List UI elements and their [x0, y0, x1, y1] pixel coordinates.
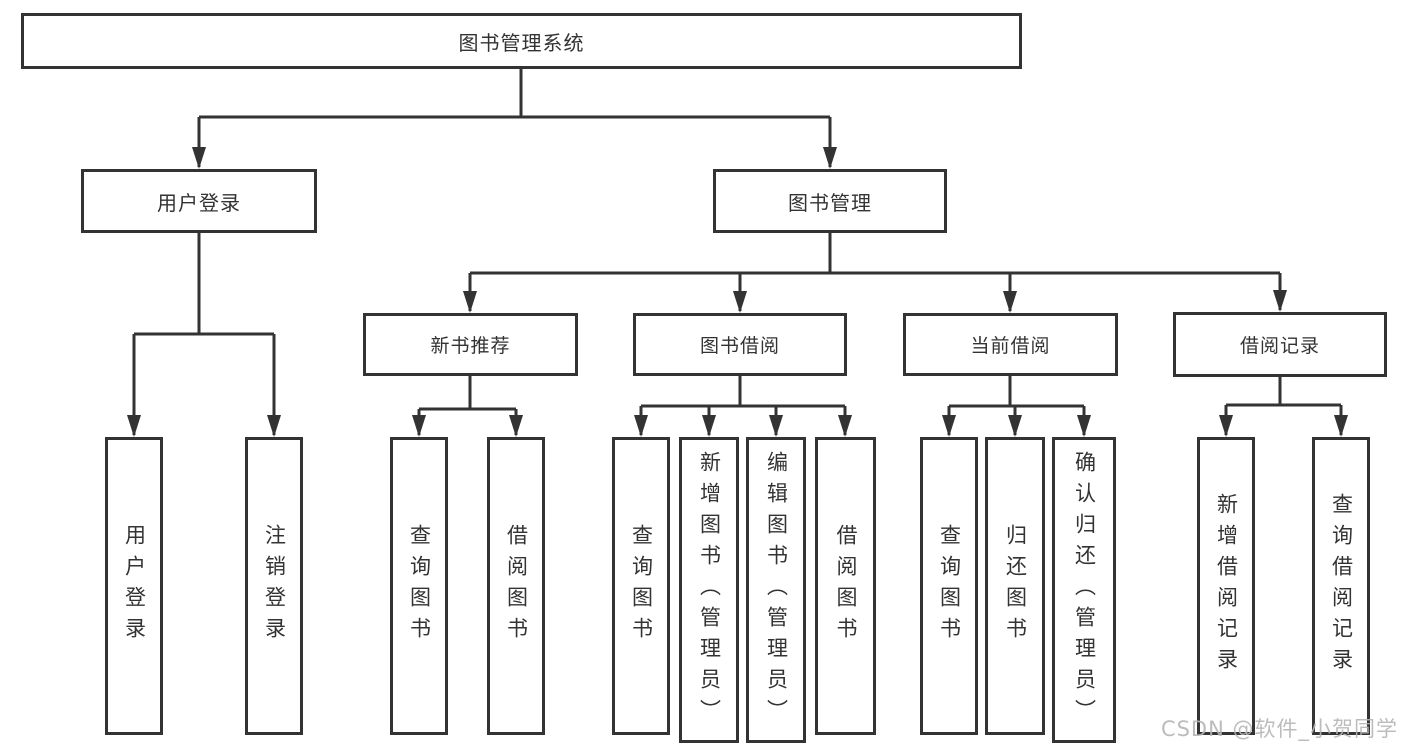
leaf-borrowing-query-books: 查询图书 [612, 437, 670, 735]
leaf-borrowing-add-books-admin: 新增图书（管理员） [679, 437, 739, 743]
node-library-management-system: 图书管理系统 [21, 13, 1022, 69]
node-borrowing-records: 借阅记录 [1173, 312, 1387, 377]
leaf-borrowing-borrow-books: 借阅图书 [815, 437, 876, 735]
leaf-borrowing-edit-books-admin: 编辑图书（管理员） [746, 437, 806, 743]
node-current-borrowing: 当前借阅 [903, 313, 1118, 376]
node-new-book-recommend: 新书推荐 [363, 313, 578, 376]
watermark: CSDN @软件_小贺同学 [1160, 717, 1398, 741]
leaf-recommend-borrow-books: 借阅图书 [487, 437, 545, 735]
node-user-login: 用户登录 [81, 169, 317, 233]
leaf-records-query-record: 查询借阅记录 [1312, 437, 1370, 735]
node-book-borrowing: 图书借阅 [633, 313, 847, 376]
leaf-current-confirm-return-admin: 确认归还（管理员） [1052, 437, 1116, 743]
leaf-recommend-query-books: 查询图书 [390, 437, 448, 735]
leaf-logout: 注销登录 [245, 437, 303, 735]
node-book-management: 图书管理 [713, 169, 947, 233]
leaf-current-query-books: 查询图书 [920, 437, 978, 735]
leaf-current-return-books: 归还图书 [985, 437, 1045, 735]
leaf-user-login: 用户登录 [105, 437, 163, 735]
leaf-records-add-record: 新增借阅记录 [1197, 437, 1255, 735]
